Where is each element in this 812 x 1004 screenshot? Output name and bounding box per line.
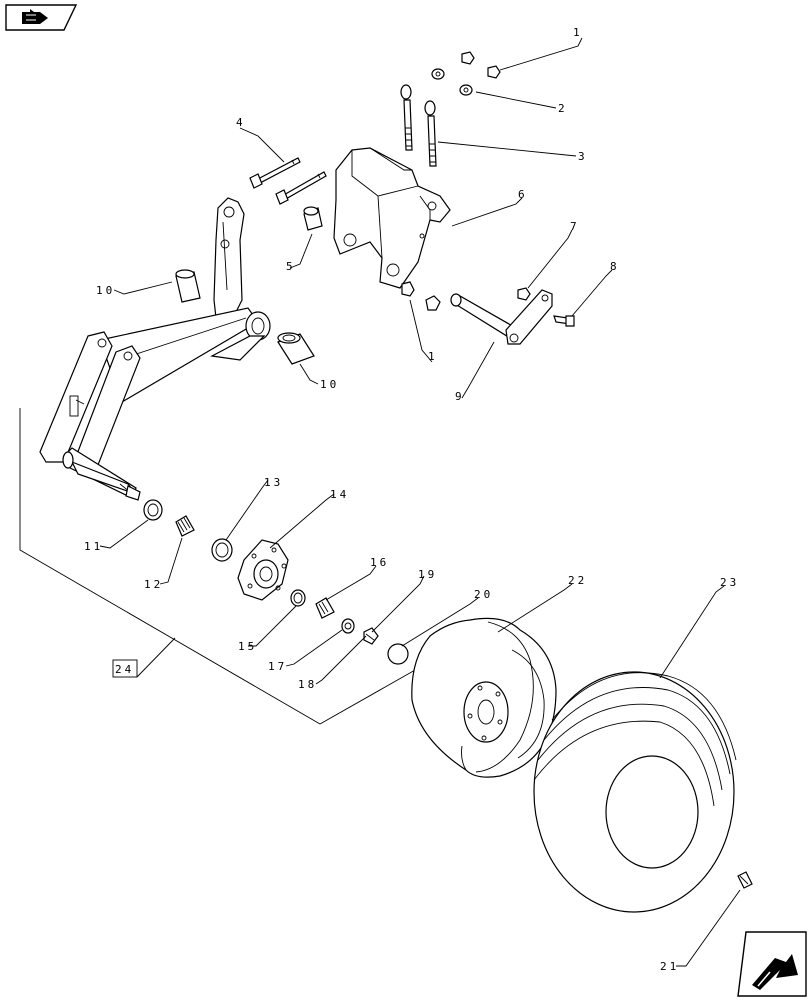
callout-22: 22: [568, 574, 587, 587]
callout-20: 20: [474, 588, 493, 601]
next-page-button[interactable]: [737, 931, 807, 997]
callout-15: 15: [238, 640, 257, 653]
previous-page-button[interactable]: [5, 4, 78, 31]
callout-9: 9: [455, 390, 465, 403]
callout-21: 21: [660, 960, 679, 973]
callout-3: 3: [578, 150, 588, 163]
washer-top-right: [459, 84, 473, 96]
callout-7: 7: [570, 220, 580, 233]
valve-stem: [737, 871, 753, 889]
spacer: [303, 206, 323, 231]
hand-pointing-left-icon: [22, 9, 48, 24]
cap-20: [387, 643, 409, 665]
callout-17: 17: [268, 660, 287, 673]
callout-23: 23: [720, 576, 739, 589]
callout-18: 18: [298, 678, 317, 691]
callout-14: 14: [330, 488, 349, 501]
bushing-upper: [175, 269, 201, 303]
nut-top-left: [461, 51, 475, 65]
callout-6: 6: [518, 188, 528, 201]
callout-10-upper: 10: [96, 284, 115, 297]
callout-labels: 1 2 3 4 5 6 7 8 1 9 10 10 11 12 13 14 15…: [84, 26, 739, 973]
mounting-bracket: [333, 147, 451, 289]
bolt-pair: [249, 157, 327, 205]
bushing-lower: [277, 332, 315, 365]
bolt-8: [553, 315, 575, 327]
seal-11: [143, 499, 163, 521]
wheel-rim: [411, 617, 557, 778]
hub-14: [237, 539, 289, 601]
nut-7: [517, 287, 531, 301]
bearing-16: [315, 597, 335, 619]
nut-18: [363, 627, 379, 645]
callout-8: 8: [610, 260, 620, 273]
washer-top-left: [431, 68, 445, 80]
callout-19: 19: [418, 568, 437, 581]
swing-arm: [39, 197, 271, 501]
hand-pointing-right-icon: [752, 954, 798, 990]
eye-bolts: [400, 84, 437, 167]
leader-lines: [99, 37, 741, 967]
bearing-12: [175, 515, 195, 537]
callout-1-bottom: 1: [428, 350, 438, 363]
callout-13: 13: [264, 476, 283, 489]
callout-11: 11: [84, 540, 103, 553]
callout-12: 12: [144, 578, 163, 591]
tire: [533, 671, 737, 913]
cup-13: [211, 538, 233, 562]
callout-2: 2: [558, 102, 568, 115]
nut-top-right: [487, 65, 501, 79]
assembly-24-bracket: [19, 408, 469, 725]
callout-1-top: 1: [573, 26, 583, 39]
callout-10-lower: 10: [320, 378, 339, 391]
washer-17: [341, 618, 355, 634]
nut-bottom-left: [401, 281, 415, 297]
cup-15: [290, 589, 306, 607]
callout-16: 16: [370, 556, 389, 569]
callout-24: 24: [115, 663, 134, 676]
callout-4: 4: [236, 116, 246, 129]
pivot-pin: [450, 289, 553, 345]
nut-bottom-right: [425, 295, 441, 311]
callout-5: 5: [286, 260, 296, 273]
